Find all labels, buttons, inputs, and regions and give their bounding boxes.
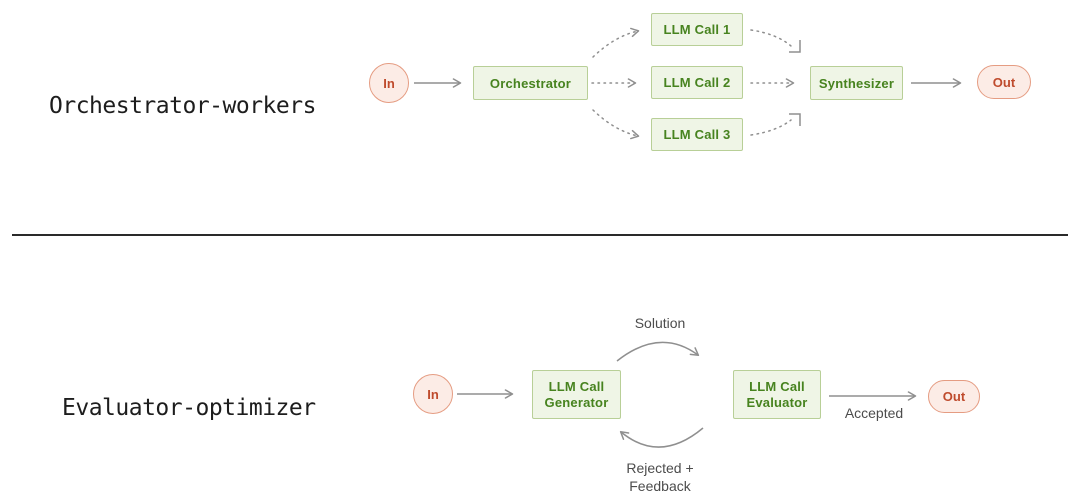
- llm-call-2-box: LLM Call 2: [651, 66, 743, 99]
- orchestrator-box: Orchestrator: [473, 66, 588, 100]
- arc-solution-generator-to-evaluator: [616, 341, 700, 362]
- accepted-edge-label: Accepted: [844, 405, 904, 421]
- input-node-bottom: In: [413, 374, 453, 414]
- diagram-title-orchestrator-workers: Orchestrator-workers: [49, 93, 316, 119]
- llm-call-generator-box: LLM Call Generator: [532, 370, 621, 419]
- input-node-label: In: [383, 75, 395, 91]
- solution-edge-label: Solution: [634, 315, 686, 331]
- evaluator-label-line2: Evaluator: [746, 394, 808, 410]
- output-node-label: Out: [942, 389, 966, 404]
- output-node-bottom: Out: [928, 380, 980, 413]
- section-divider: [12, 234, 1068, 236]
- generator-label-line1: LLM Call: [548, 378, 605, 394]
- dashed-arrow-orchestrator-to-llm-call-3: [592, 109, 640, 140]
- dashed-arrow-orchestrator-to-llm-call-1: [592, 27, 640, 58]
- dashed-arrow-llm-call-1-to-synthesizer: [750, 29, 792, 47]
- dashed-arrow-llm-call-3-to-synthesizer: [750, 119, 792, 136]
- synthesizer-box: Synthesizer: [810, 66, 903, 100]
- generator-label-line2: Generator: [544, 394, 609, 410]
- evaluator-label-line1: LLM Call: [749, 378, 805, 394]
- synthesizer-label: Synthesizer: [818, 75, 895, 91]
- llm-call-evaluator-box: LLM Call Evaluator: [733, 370, 821, 419]
- input-node-top: In: [369, 63, 409, 103]
- output-node-top: Out: [977, 65, 1031, 99]
- llm-call-2-label: LLM Call 2: [663, 75, 731, 90]
- corner-arrowhead-down: [789, 40, 801, 53]
- output-node-label: Out: [992, 74, 1016, 90]
- arc-rejected-evaluator-to-generator: [619, 427, 704, 448]
- llm-call-1-box: LLM Call 1: [651, 13, 743, 46]
- llm-call-1-label: LLM Call 1: [663, 22, 731, 37]
- orchestrator-label: Orchestrator: [489, 75, 572, 91]
- rejected-line: Rejected +: [626, 460, 694, 476]
- rejected-feedback-edge-label: Rejected + Feedback: [600, 459, 720, 495]
- corner-arrowhead-up: [789, 113, 801, 126]
- diagram-title-evaluator-optimizer: Evaluator-optimizer: [62, 395, 316, 421]
- feedback-line: Feedback: [629, 478, 691, 494]
- llm-call-3-box: LLM Call 3: [651, 118, 743, 151]
- input-node-label: In: [427, 386, 439, 402]
- llm-call-3-label: LLM Call 3: [663, 127, 731, 142]
